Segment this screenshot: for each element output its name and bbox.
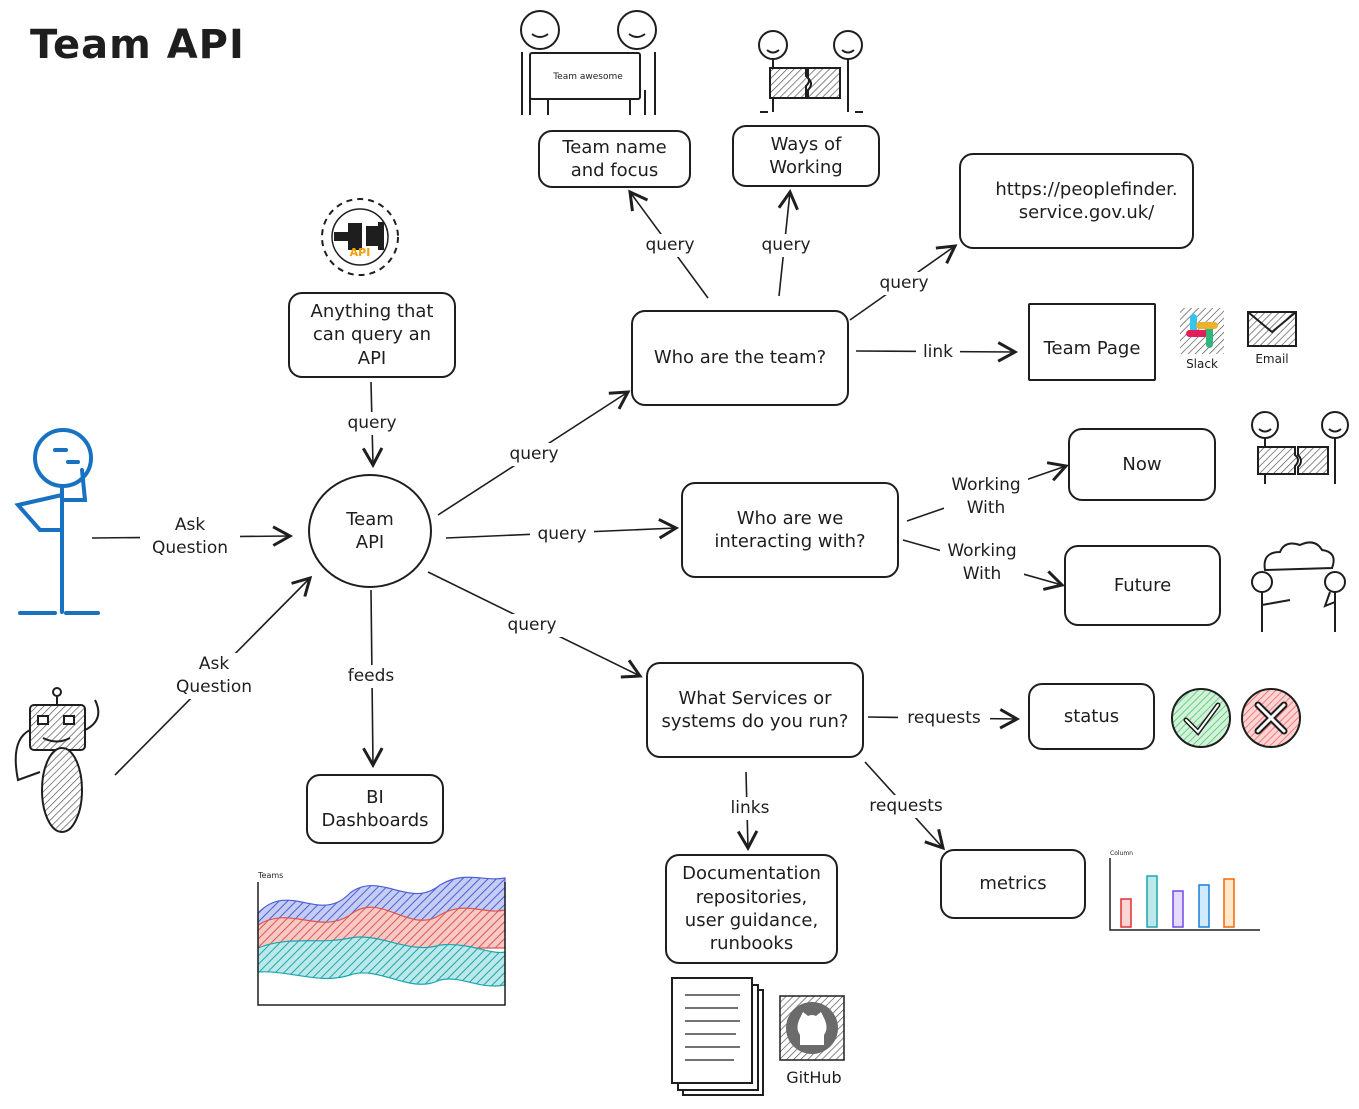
github-icon xyxy=(779,995,845,1061)
label-query-interacting: query xyxy=(530,523,594,546)
label-working-with-now: Working With xyxy=(944,474,1028,520)
node-who-are-we-interacting-with: Who are we interacting with? xyxy=(681,482,899,578)
chart-teams-label: Teams xyxy=(257,871,283,880)
github-caption: GitHub xyxy=(776,1067,852,1089)
teams-stream-chart-icon: Teams xyxy=(257,871,506,1006)
node-documentation: Documentation repositories, user guidanc… xyxy=(665,854,838,964)
label-working-with-future: Working With xyxy=(940,540,1024,586)
label-query-ways: query xyxy=(754,234,818,257)
label-feeds: feeds xyxy=(334,665,408,688)
node-who-are-the-team: Who are the team? xyxy=(631,310,849,406)
node-metrics: metrics xyxy=(940,849,1086,919)
label-ask-question-robot: Ask Question xyxy=(164,653,264,699)
node-team-name-and-focus: Team name and focus xyxy=(538,130,691,188)
label-ask-question-human: Ask Question xyxy=(140,514,240,560)
node-now: Now xyxy=(1068,428,1216,501)
node-status: status xyxy=(1028,683,1155,750)
email-caption: Email xyxy=(1255,352,1289,366)
node-what-services: What Services or systems do you run? xyxy=(646,662,864,758)
diagram-title: Team API xyxy=(30,22,245,68)
human-user-icon xyxy=(14,428,100,615)
cross-status-icon xyxy=(1241,688,1301,748)
check-status-icon xyxy=(1171,688,1231,748)
label-query-anything: query xyxy=(340,412,404,435)
robot-user-icon xyxy=(14,687,100,833)
node-team-api: Team API xyxy=(308,474,432,588)
puzzle-people-icon xyxy=(758,30,863,113)
documents-stack-icon xyxy=(671,977,764,1096)
slack-caption: Slack xyxy=(1186,357,1218,371)
chart-column-label: Column xyxy=(1110,850,1133,857)
label-query-who-team: query xyxy=(502,443,566,466)
label-links-docs: links xyxy=(722,797,778,820)
label-requests-status: requests xyxy=(898,707,990,730)
node-future: Future xyxy=(1064,545,1221,626)
node-ways-of-working: Ways of Working xyxy=(732,125,880,187)
node-team-page: Team Page xyxy=(1028,303,1156,381)
label-requests-metrics: requests xyxy=(858,795,954,818)
team-awesome-people-icon: Team awesome xyxy=(520,10,657,115)
team-awesome-sign-text: Team awesome xyxy=(552,72,623,82)
label-query-team-name: query xyxy=(638,234,702,257)
label-query-services: query xyxy=(500,614,564,637)
api-gear-icon: API xyxy=(321,198,399,276)
future-people-icon xyxy=(1251,541,1346,632)
api-badge-text: API xyxy=(350,246,371,259)
slack-icon xyxy=(1180,308,1224,354)
email-icon xyxy=(1247,311,1297,347)
label-link-team-page: link xyxy=(916,341,960,364)
node-anything-that-can-query: Anything that can query an API xyxy=(288,292,456,378)
node-bi-dashboards: BI Dashboards xyxy=(306,774,444,844)
label-query-peoplefinder: query xyxy=(872,272,936,295)
node-peoplefinder-url: https://peoplefinder. service.gov.uk/ xyxy=(959,153,1194,249)
column-chart-icon: Column xyxy=(1109,850,1260,931)
now-people-icon xyxy=(1251,411,1349,484)
